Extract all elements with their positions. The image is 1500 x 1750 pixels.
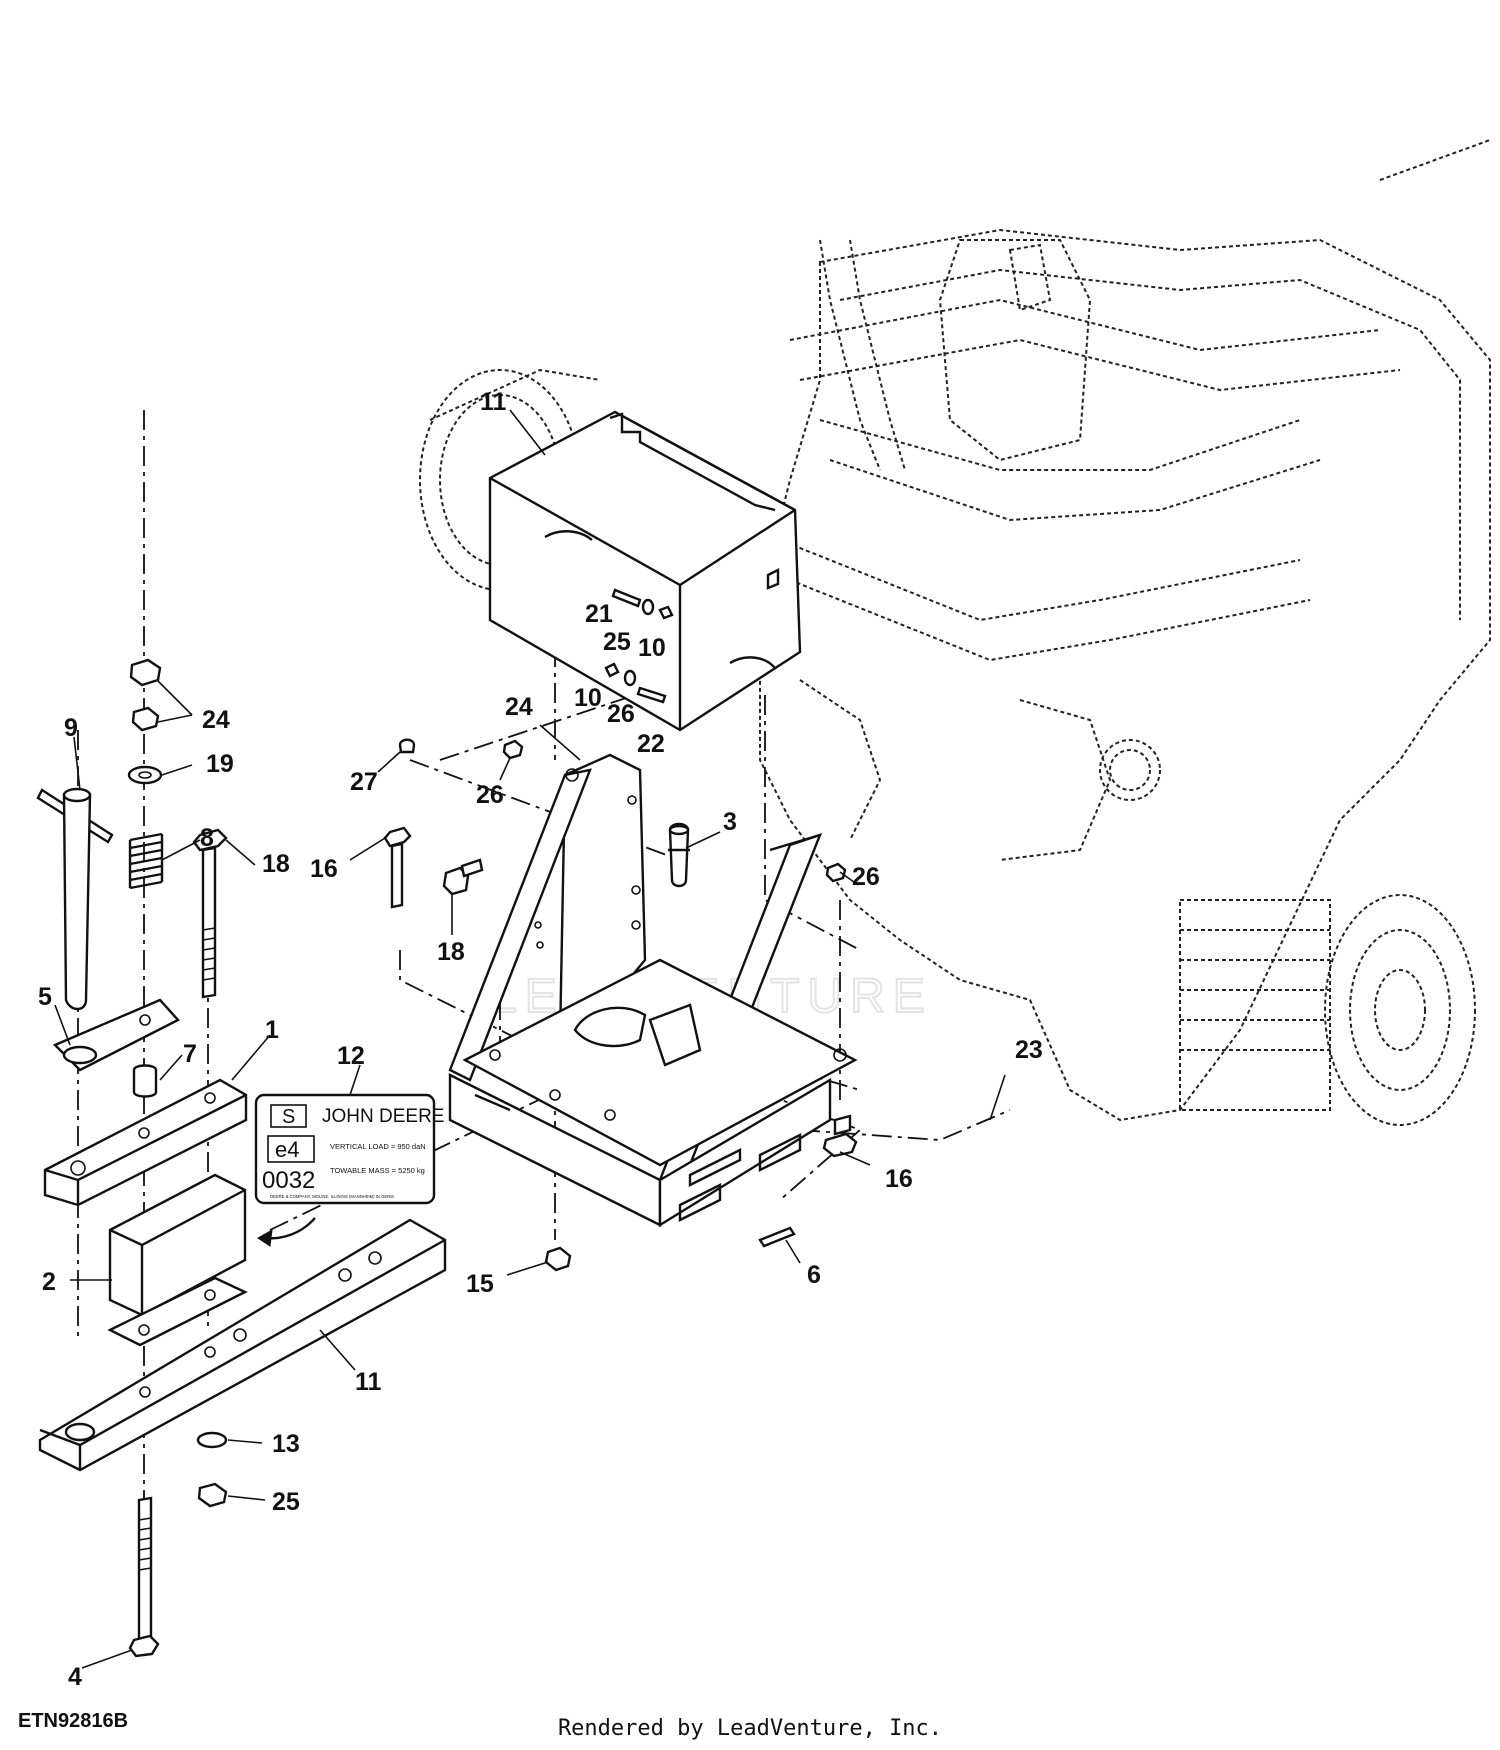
callout-20: 18	[437, 938, 465, 966]
callout-24-top: 24	[202, 706, 230, 734]
part-1-bar	[43, 1078, 248, 1207]
part-3-pin	[668, 822, 690, 888]
callout-21: 19	[206, 750, 234, 778]
callout-25-upper: 25	[603, 628, 631, 656]
callout-16: 16	[885, 1165, 913, 1193]
callout-15: 15	[466, 1270, 494, 1298]
part-26-nut-right	[825, 862, 847, 883]
callout-11: 11	[355, 1368, 382, 1396]
callout-numbers: 9 24 19 8 18 5 7 1 12 2 11 13 25 4 11 21…	[38, 388, 1043, 1691]
label-approval-mark: e4	[275, 1137, 299, 1162]
callout-7: 7	[183, 1040, 197, 1068]
callout-17: 16	[310, 855, 338, 883]
part-24-nuts-top	[129, 658, 162, 732]
part-26-nut-left	[502, 739, 524, 760]
part-4-bolt	[128, 1496, 160, 1658]
callout-3: 3	[723, 808, 737, 836]
part-9-t-pin	[36, 787, 114, 1011]
callout-10-lower: 10	[574, 684, 602, 712]
shim-plate	[107, 1276, 248, 1347]
part-8-spring	[128, 832, 164, 890]
callout-12: 11	[480, 388, 507, 416]
part-13-label-plate: S JOHN DEERE e4 VERTICAL LOAD = 950 daN …	[254, 1093, 444, 1247]
part-24-nut-bottom	[197, 1482, 228, 1508]
part-15-nut	[544, 1246, 572, 1272]
callout-4: 4	[68, 1663, 82, 1691]
label-fine-print: DEERE & COMPANY, MOLINE, ILLINOIS (MANNH…	[270, 1194, 395, 1199]
part-14-washer	[196, 1431, 228, 1449]
footer-credit: Rendered by LeadVenture, Inc.	[557, 1716, 943, 1741]
callout-2: 2	[42, 1268, 56, 1296]
label-towable-mass: TOWABLE MASS = 5250 kg	[330, 1166, 425, 1175]
part-2-block	[108, 1173, 247, 1317]
label-letter: S	[282, 1106, 295, 1128]
part-12-shield	[488, 410, 802, 732]
callout-25-lower: 26	[607, 700, 635, 728]
callout-19: 18	[262, 850, 290, 878]
callout-22: 24	[505, 693, 533, 721]
callout-13: 12	[337, 1042, 365, 1070]
callout-9: 9	[64, 714, 78, 742]
callout-26-right: 26	[852, 863, 880, 891]
callout-26-left: 26	[476, 781, 504, 809]
callout-18-lower: 22	[637, 730, 665, 758]
figure-id: ETN92816B	[18, 1710, 129, 1732]
callout-27: 27	[350, 768, 378, 796]
part-5-plate	[52, 998, 180, 1072]
label-approval-number: 0032	[262, 1167, 315, 1194]
part-20-bolt	[442, 858, 484, 896]
part-6-pin	[758, 1226, 796, 1248]
part-21-washer	[127, 765, 163, 785]
part-27-plug	[398, 738, 416, 754]
callout-1: 1	[265, 1016, 279, 1044]
label-vertical-load: VERTICAL LOAD = 950 daN	[330, 1142, 426, 1151]
callout-14: 13	[272, 1430, 300, 1458]
callout-8: 8	[200, 824, 214, 852]
callout-10-upper: 10	[638, 634, 666, 662]
label-brand: JOHN DEERE	[322, 1106, 444, 1127]
callout-23: 23	[1015, 1036, 1043, 1064]
callout-24-bottom: 25	[272, 1488, 300, 1516]
part-17-bolt	[383, 826, 412, 909]
part-16-bolt	[822, 1114, 858, 1158]
callout-5: 5	[38, 983, 52, 1011]
leader-lines	[54, 409, 1006, 1669]
part-22-bracket	[448, 753, 858, 1228]
fasteners-upper	[611, 588, 674, 620]
part-7-bushing	[132, 1064, 158, 1098]
part-11-drawbar	[38, 1218, 447, 1472]
callout-6: 6	[807, 1261, 821, 1289]
part-19-bolt	[192, 828, 228, 999]
callout-18-upper: 21	[585, 600, 613, 628]
fasteners-lower	[604, 662, 667, 704]
